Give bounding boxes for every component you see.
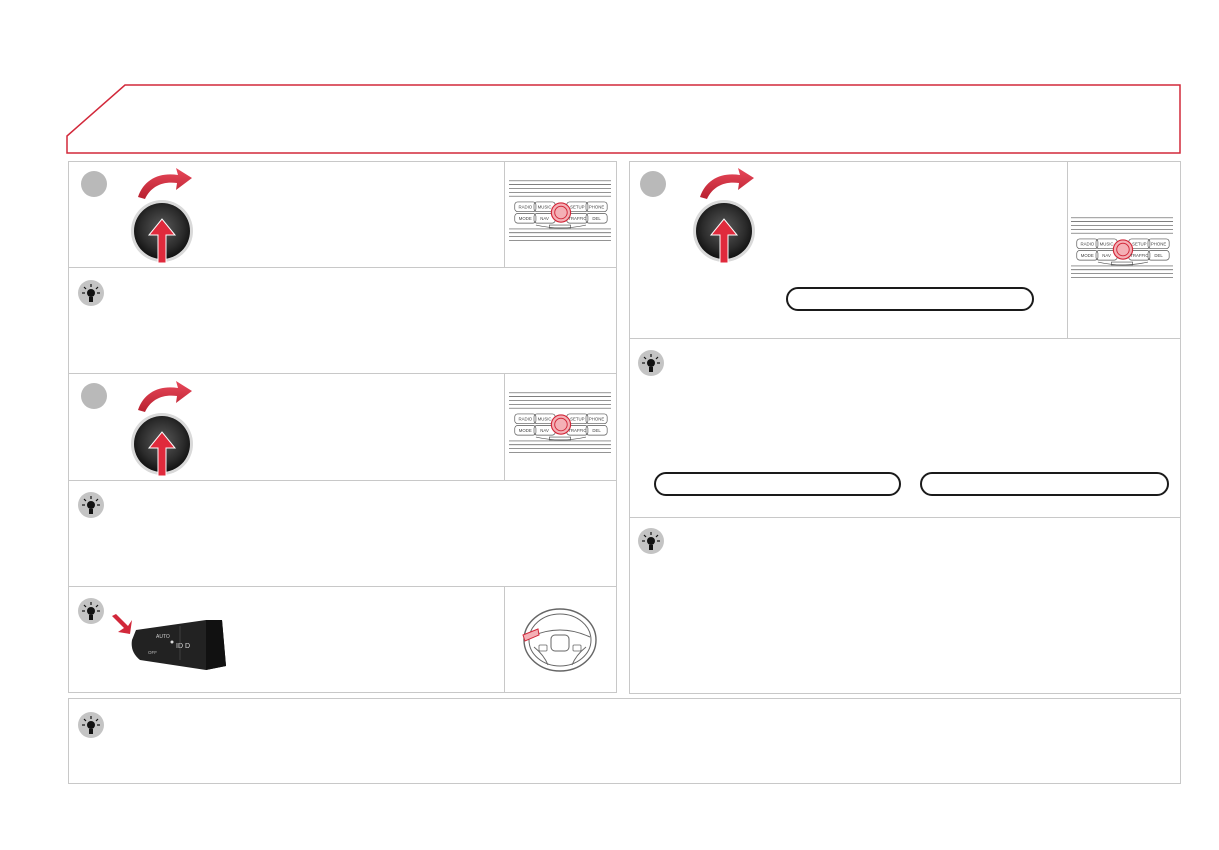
display-field: [786, 287, 1034, 311]
lightbulb-icon: [78, 280, 104, 306]
console-button-label: TRAFFIC: [1130, 253, 1148, 258]
display-field-right: [920, 472, 1169, 496]
console-button-label: DEL: [592, 216, 601, 221]
console-button-label: TRAFFIC: [568, 428, 586, 433]
console-button-label: RADIO: [518, 417, 532, 422]
lightbulb-icon: [78, 598, 104, 624]
console-button-label: RADIO: [518, 205, 532, 210]
console-button-label: MUSIC: [538, 205, 552, 210]
console-buttons-icon: RADIO MUSIC SETUP PHONE MODE NAV TRAFFIC DEL: [507, 175, 613, 252]
console-button-label: NAV: [540, 428, 549, 433]
lightbulb-icon: [638, 350, 664, 376]
lightbulb-icon: [638, 528, 664, 554]
step-number-1: [81, 171, 107, 197]
step-number-3: [640, 171, 666, 197]
console-button-label: TRAFFIC: [568, 216, 586, 221]
console-button-label: PHONE: [589, 417, 605, 422]
tip-panel-2: [68, 480, 617, 587]
console-button-label: DEL: [1154, 253, 1163, 258]
console-button-label: MUSIC: [1100, 242, 1114, 247]
console-button-label: MODE: [519, 216, 532, 221]
console-button-label: PHONE: [589, 205, 605, 210]
console-button-label: PHONE: [1151, 242, 1167, 247]
console-buttons-icon: RADIO MUSIC SETUP PHONE MODE NAV TRAFFIC DEL: [507, 387, 613, 464]
tip-panel-1: [68, 267, 617, 374]
steering-wheel-icon: [522, 608, 597, 672]
knob-turn-press-icon[interactable]: [126, 376, 206, 486]
console-button-label: RADIO: [1080, 242, 1094, 247]
knob-turn-press-icon[interactable]: [688, 163, 768, 273]
tip-panel-4: [629, 517, 1181, 694]
console-button-label: NAV: [540, 216, 549, 221]
steering-column-stalk-icon: AUTO ID D OFF: [112, 614, 226, 670]
svg-text:AUTO: AUTO: [156, 634, 170, 640]
console-button-label: MODE: [519, 428, 532, 433]
header-frame: [66, 84, 1181, 154]
lightbulb-icon: [78, 712, 104, 738]
steering-wheel-panel: [504, 586, 617, 693]
console-button-label: SETUP: [1132, 242, 1147, 247]
console-button-label: MODE: [1081, 253, 1094, 258]
bottom-tip-panel: [68, 698, 1181, 784]
console-button-label: MUSIC: [538, 417, 552, 422]
console-button-label: SETUP: [570, 205, 585, 210]
console-buttons-icon: RADIO MUSIC SETUP PHONE MODE NAV TRAFFIC DEL: [1069, 212, 1175, 289]
console-button-label: SETUP: [570, 417, 585, 422]
knob-turn-press-icon[interactable]: [126, 163, 206, 273]
console-button-label: NAV: [1102, 253, 1111, 258]
step-number-2: [81, 383, 107, 409]
svg-text:OFF: OFF: [148, 650, 157, 655]
svg-text:ID D: ID D: [176, 643, 190, 650]
lightbulb-icon: [78, 492, 104, 518]
console-button-label: DEL: [592, 428, 601, 433]
display-field-left: [654, 472, 901, 496]
